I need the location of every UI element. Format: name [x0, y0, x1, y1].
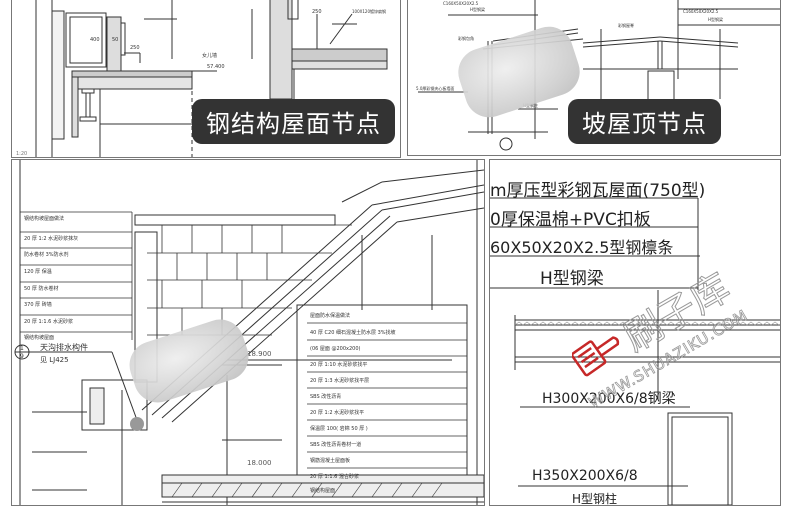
svg-text:100X120镀锌扁钢: 100X120镀锌扁钢 [352, 8, 386, 14]
svg-text:250: 250 [130, 45, 140, 51]
panel-roof-layers-detail: m厚压型彩钢瓦屋面(750型) 0厚保温棉+PVC扣板 60X50X20X2.5… [489, 159, 781, 506]
panel-steel-roof-node: 400 50 250 女儿墙 57.400 250 100X120镀锌扁钢 1:… [11, 0, 401, 158]
svg-text:50 厚 防水卷材: 50 厚 防水卷材 [24, 285, 59, 292]
svg-text:50: 50 [112, 37, 118, 43]
svg-text:防水卷材 3%防水剂: 防水卷材 3%防水剂 [24, 251, 69, 258]
title-badge-steel-roof-node: 钢结构屋面节点 [192, 99, 395, 144]
svg-text:20 厚 1:1.6 混合砂浆: 20 厚 1:1.6 混合砂浆 [310, 473, 359, 480]
svg-text:H型钢梁: H型钢梁 [708, 16, 723, 22]
svg-text:钢结构屋面: 钢结构屋面 [310, 487, 335, 494]
svg-text:370 厚 砖墙: 370 厚 砖墙 [24, 301, 52, 308]
svg-text:屋面防水保温做法: 屋面防水保温做法 [310, 312, 350, 319]
svg-text:钢结构坡屋面做法: 钢结构坡屋面做法 [24, 215, 64, 222]
layer-label-purlin: 60X50X20X2.5型钢檩条 [490, 238, 674, 257]
brush-logo-icon [572, 336, 620, 377]
steel-roof-detail-drawing: 400 50 250 女儿墙 57.400 250 100X120镀锌扁钢 1:… [16, 0, 388, 157]
svg-text:120 厚 保温: 120 厚 保温 [24, 268, 52, 275]
beam-spec-label: H300X200X6/8钢梁 [542, 391, 676, 407]
svg-text:400: 400 [90, 37, 100, 43]
svg-text:(06 屋面 @200x200): (06 屋面 @200x200) [310, 346, 361, 352]
svg-text:H型钢梁: H型钢梁 [470, 6, 485, 12]
svg-text:250: 250 [312, 9, 322, 15]
svg-text:1:20: 1:20 [16, 151, 27, 157]
panel-roof-eave-section: 钢结构坡屋面做法 20 厚 1:2 水泥砂浆抹灰 防水卷材 3%防水剂 120 … [11, 159, 485, 506]
svg-text:彩钢包角: 彩钢包角 [458, 35, 474, 41]
title-badge-pitched-roof-node: 坡屋顶节点 [568, 99, 721, 144]
svg-text:C160X50X20X2.5: C160X50X20X2.5 [443, 1, 479, 6]
layer-label-h-beam: H型钢梁 [540, 269, 604, 289]
svg-text:20 厚 1:2 水泥砂浆抹灰: 20 厚 1:2 水泥砂浆抹灰 [24, 235, 78, 242]
svg-text:天沟排水构件: 天沟排水构件 [40, 342, 88, 352]
svg-text:SBS 改性沥青: SBS 改性沥青 [310, 393, 341, 400]
column-spec-label: H350X200X6/8 [532, 468, 638, 484]
roof-layers-drawing [490, 197, 780, 505]
svg-text:钢筋混凝土屋面板: 钢筋混凝土屋面板 [310, 457, 350, 464]
eave-section-drawing: 钢结构坡屋面做法 20 厚 1:2 水泥砂浆抹灰 防水卷材 3%防水剂 120 … [14, 160, 484, 505]
svg-text:40 厚 C20 细石混凝土防水层 3%找坡: 40 厚 C20 细石混凝土防水层 3%找坡 [310, 329, 396, 336]
layer-label-steel-roof-panel: m厚压型彩钢瓦屋面(750型) [490, 181, 706, 201]
svg-text:20 厚 1:1.6 水泥砂浆: 20 厚 1:1.6 水泥砂浆 [24, 318, 73, 325]
svg-text:见 LJ425: 见 LJ425 [40, 356, 69, 364]
svg-text:18.000: 18.000 [247, 459, 272, 467]
svg-text:C160X50X20X2.5: C160X50X20X2.5 [683, 9, 719, 14]
svg-text:钢结构坡屋面: 钢结构坡屋面 [24, 334, 54, 341]
svg-text:女儿墙: 女儿墙 [202, 52, 217, 59]
svg-text:57.400: 57.400 [207, 64, 225, 70]
svg-text:5.0厚彩钢夹心板墙面: 5.0厚彩钢夹心板墙面 [416, 85, 454, 91]
panel-pitched-roof-node: C160X50X20X2.5 H型钢梁 彩钢包角 5.0厚彩钢夹心板墙面 H型钢… [407, 0, 781, 156]
layer-label-insulation: 0厚保温棉+PVC扣板 [490, 210, 651, 230]
svg-text:1: 1 [20, 345, 24, 352]
svg-text:SBS 改性沥青卷材一道: SBS 改性沥青卷材一道 [310, 441, 361, 448]
svg-text:保温层 100( 岩棉 50 厚 ): 保温层 100( 岩棉 50 厚 ) [310, 425, 368, 432]
svg-text:18.900: 18.900 [247, 350, 272, 358]
svg-text:20 厚 1:10 水泥砂浆找平: 20 厚 1:10 水泥砂浆找平 [310, 361, 367, 368]
svg-text:9: 9 [20, 353, 24, 360]
svg-text:彩钢屋脊: 彩钢屋脊 [618, 22, 634, 28]
column-sub-label: H型钢柱 [572, 492, 618, 506]
svg-text:20 厚 1:3 水泥砂浆找平层: 20 厚 1:3 水泥砂浆找平层 [310, 377, 369, 384]
svg-text:20 厚 1:2 水泥砂浆找平: 20 厚 1:2 水泥砂浆找平 [310, 409, 364, 416]
